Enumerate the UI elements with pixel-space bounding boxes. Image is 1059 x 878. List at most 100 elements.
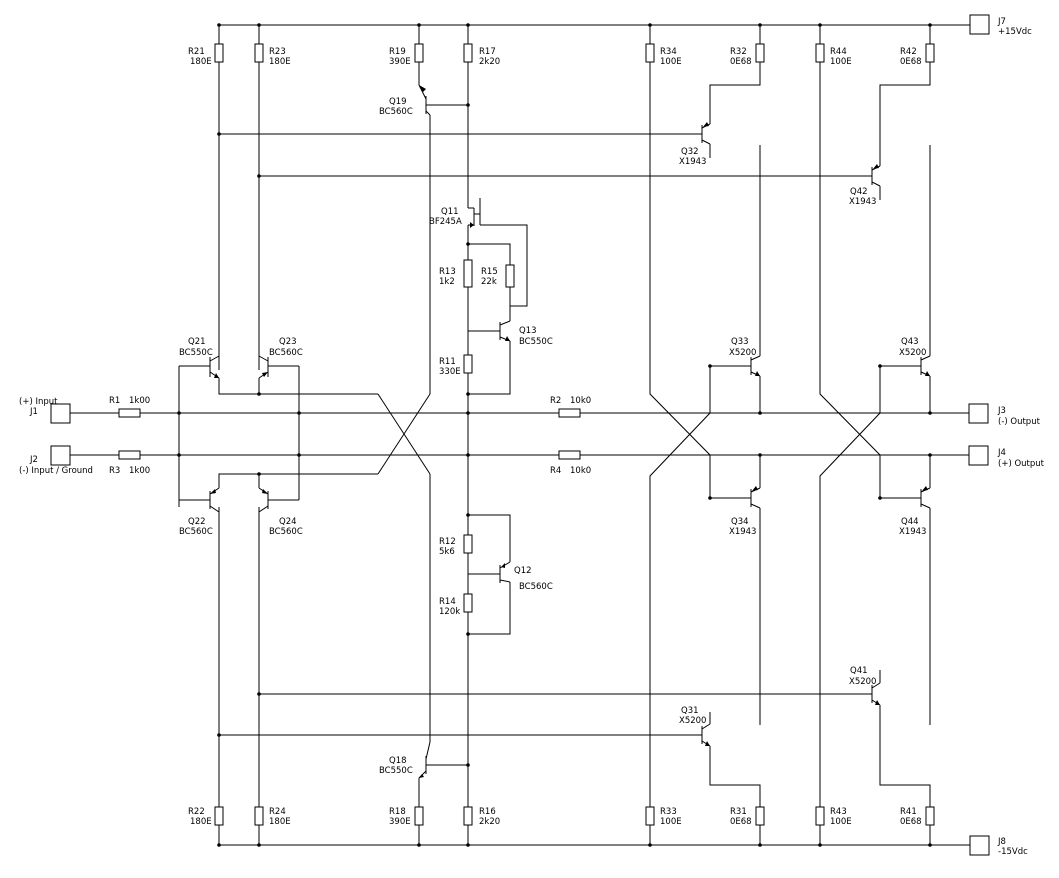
j1-label: (+) Input <box>19 397 58 407</box>
r42-body <box>925 43 935 63</box>
j8-ref: J8 <box>997 837 1006 847</box>
j2-pad <box>50 445 71 466</box>
r15-body <box>505 264 515 288</box>
q43-ref: Q43 <box>901 337 919 347</box>
r34-value: 100E <box>660 57 682 67</box>
j7-label: +15Vdc <box>998 27 1032 37</box>
q42-part: X1943 <box>849 197 876 207</box>
q11-part: BF245A <box>429 217 462 227</box>
q32-part: X1943 <box>679 157 706 167</box>
r32-ref: R32 <box>730 47 747 57</box>
q31-part: X5200 <box>679 716 706 726</box>
r44-body <box>815 43 825 63</box>
j7-pad <box>969 14 990 35</box>
r23-body <box>254 43 264 63</box>
r14-ref: R14 <box>439 597 456 607</box>
j4-pad <box>968 445 989 466</box>
connector-pads <box>50 14 990 856</box>
r1-body <box>118 408 141 418</box>
r21-body <box>214 43 224 63</box>
q42-ref: Q42 <box>850 187 868 197</box>
r41-value: 0E68 <box>900 817 922 827</box>
r15-ref: R15 <box>481 267 498 277</box>
junction-dots <box>177 23 932 847</box>
q34-part: X1943 <box>729 527 756 537</box>
r34-ref: R34 <box>660 47 677 57</box>
r12-ref: R12 <box>439 537 456 547</box>
r1-ref: R1 <box>109 396 120 406</box>
r32-value: 0E68 <box>730 57 752 67</box>
r42-ref: R42 <box>900 47 917 57</box>
r22-ref: R22 <box>188 807 205 817</box>
r11-body <box>463 354 473 374</box>
q19-part: BC560C <box>379 107 413 117</box>
r11-value: 330E <box>439 367 461 377</box>
r17-ref: R17 <box>479 47 496 57</box>
r23-value: 180E <box>269 57 291 67</box>
j4-label: (+) Output <box>998 459 1045 469</box>
r24-value: 180E <box>269 817 291 827</box>
r33-value: 100E <box>660 817 682 827</box>
r11-ref: R11 <box>439 357 456 367</box>
r31-body <box>755 806 765 826</box>
r33-body <box>645 806 655 826</box>
j8-pad <box>969 835 990 856</box>
r21-ref: R21 <box>188 47 205 57</box>
q22-ref: Q22 <box>188 517 206 527</box>
r2-body <box>558 408 581 418</box>
r14-body <box>463 593 473 613</box>
r31-ref: R31 <box>730 807 747 817</box>
r17-body <box>463 43 473 63</box>
q23-ref: Q23 <box>279 337 297 347</box>
q19-ref: Q19 <box>389 97 407 107</box>
r13-body <box>463 259 473 288</box>
q18-symbol <box>418 741 432 779</box>
q21-part: BC550C <box>179 348 213 358</box>
r2-ref: R2 <box>550 396 561 406</box>
q44-ref: Q44 <box>901 517 919 527</box>
q24-symbol <box>258 484 273 513</box>
q11-symbol <box>467 198 481 228</box>
r3-body <box>118 450 141 460</box>
r13-value: 1k2 <box>439 277 455 287</box>
q33-part: X5200 <box>729 348 756 358</box>
q43-part: X5200 <box>899 348 926 358</box>
j2-ref: J2 <box>29 455 38 465</box>
r24-ref: R24 <box>269 807 286 817</box>
q18-ref: Q18 <box>389 756 407 766</box>
wiring <box>70 24 970 846</box>
q42-symbol <box>866 164 881 187</box>
q24-part: BC560C <box>269 527 303 537</box>
r19-body <box>414 43 424 63</box>
resistor-bodies <box>118 43 935 826</box>
r42-value: 0E68 <box>900 57 922 67</box>
q23-part: BC560C <box>269 348 303 358</box>
r22-body <box>214 806 224 826</box>
q11-ref: Q11 <box>441 207 459 217</box>
q13-ref: Q13 <box>519 326 537 336</box>
q44-symbol <box>916 486 931 509</box>
r4-ref: R4 <box>550 466 561 476</box>
r19-ref: R19 <box>389 47 406 57</box>
q41-part: X5200 <box>849 677 876 687</box>
r23-ref: R23 <box>269 47 286 57</box>
r4-body <box>558 450 581 460</box>
q31-symbol <box>696 723 711 747</box>
r44-value: 100E <box>830 57 852 67</box>
r19-value: 390E <box>389 57 411 67</box>
q21-ref: Q21 <box>188 337 206 347</box>
q18-part: BC550C <box>379 766 413 776</box>
q41-symbol <box>866 682 881 706</box>
q22-part: BC560C <box>179 527 213 537</box>
r43-value: 100E <box>830 817 852 827</box>
r32-body <box>755 43 765 63</box>
j3-ref: J3 <box>997 406 1006 416</box>
q19-symbol <box>418 84 432 116</box>
q13-part: BC550C <box>519 337 553 347</box>
r18-body <box>414 806 424 826</box>
r31-value: 0E68 <box>730 817 752 827</box>
q34-symbol <box>746 486 761 509</box>
r18-value: 390E <box>389 817 411 827</box>
r13-ref: R13 <box>439 267 456 277</box>
